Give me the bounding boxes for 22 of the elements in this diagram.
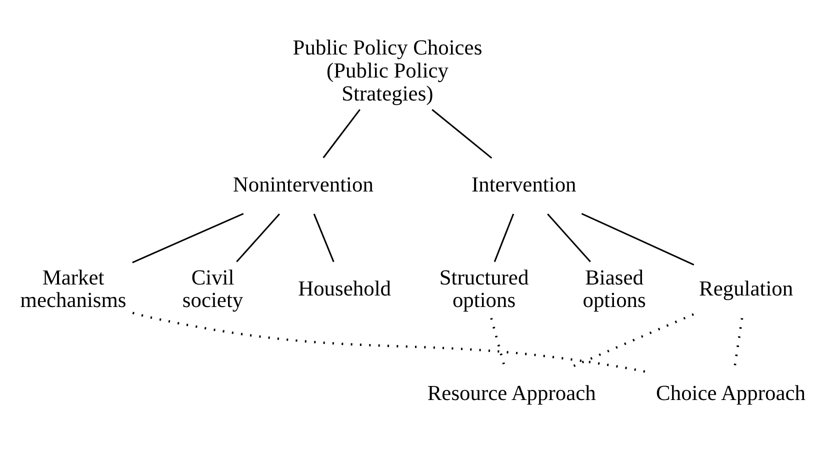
node-text: Market mechanisms <box>20 264 126 312</box>
node-text: Resource Approach <box>427 380 596 404</box>
node-text: Civil society <box>182 264 244 312</box>
node-text: Structured options <box>439 264 529 312</box>
connector <box>236 212 280 262</box>
connector <box>581 212 694 265</box>
connector <box>734 318 744 366</box>
connector <box>313 213 334 262</box>
node-text: Regulation <box>699 276 794 300</box>
node-text: Nonintervention <box>232 172 374 196</box>
node-text: Public Policy Choices (Public Policy Strategies) <box>292 34 482 105</box>
connector <box>132 212 244 263</box>
node-text: Intervention <box>471 172 576 196</box>
node-text: Choice Approach <box>656 380 806 404</box>
connector <box>490 317 506 366</box>
connector <box>494 213 514 262</box>
connector <box>322 108 360 158</box>
connector <box>572 312 694 368</box>
node-text: Biased options <box>582 264 646 312</box>
connector <box>547 212 591 262</box>
connector <box>432 108 492 158</box>
node-text: Household <box>298 276 392 300</box>
